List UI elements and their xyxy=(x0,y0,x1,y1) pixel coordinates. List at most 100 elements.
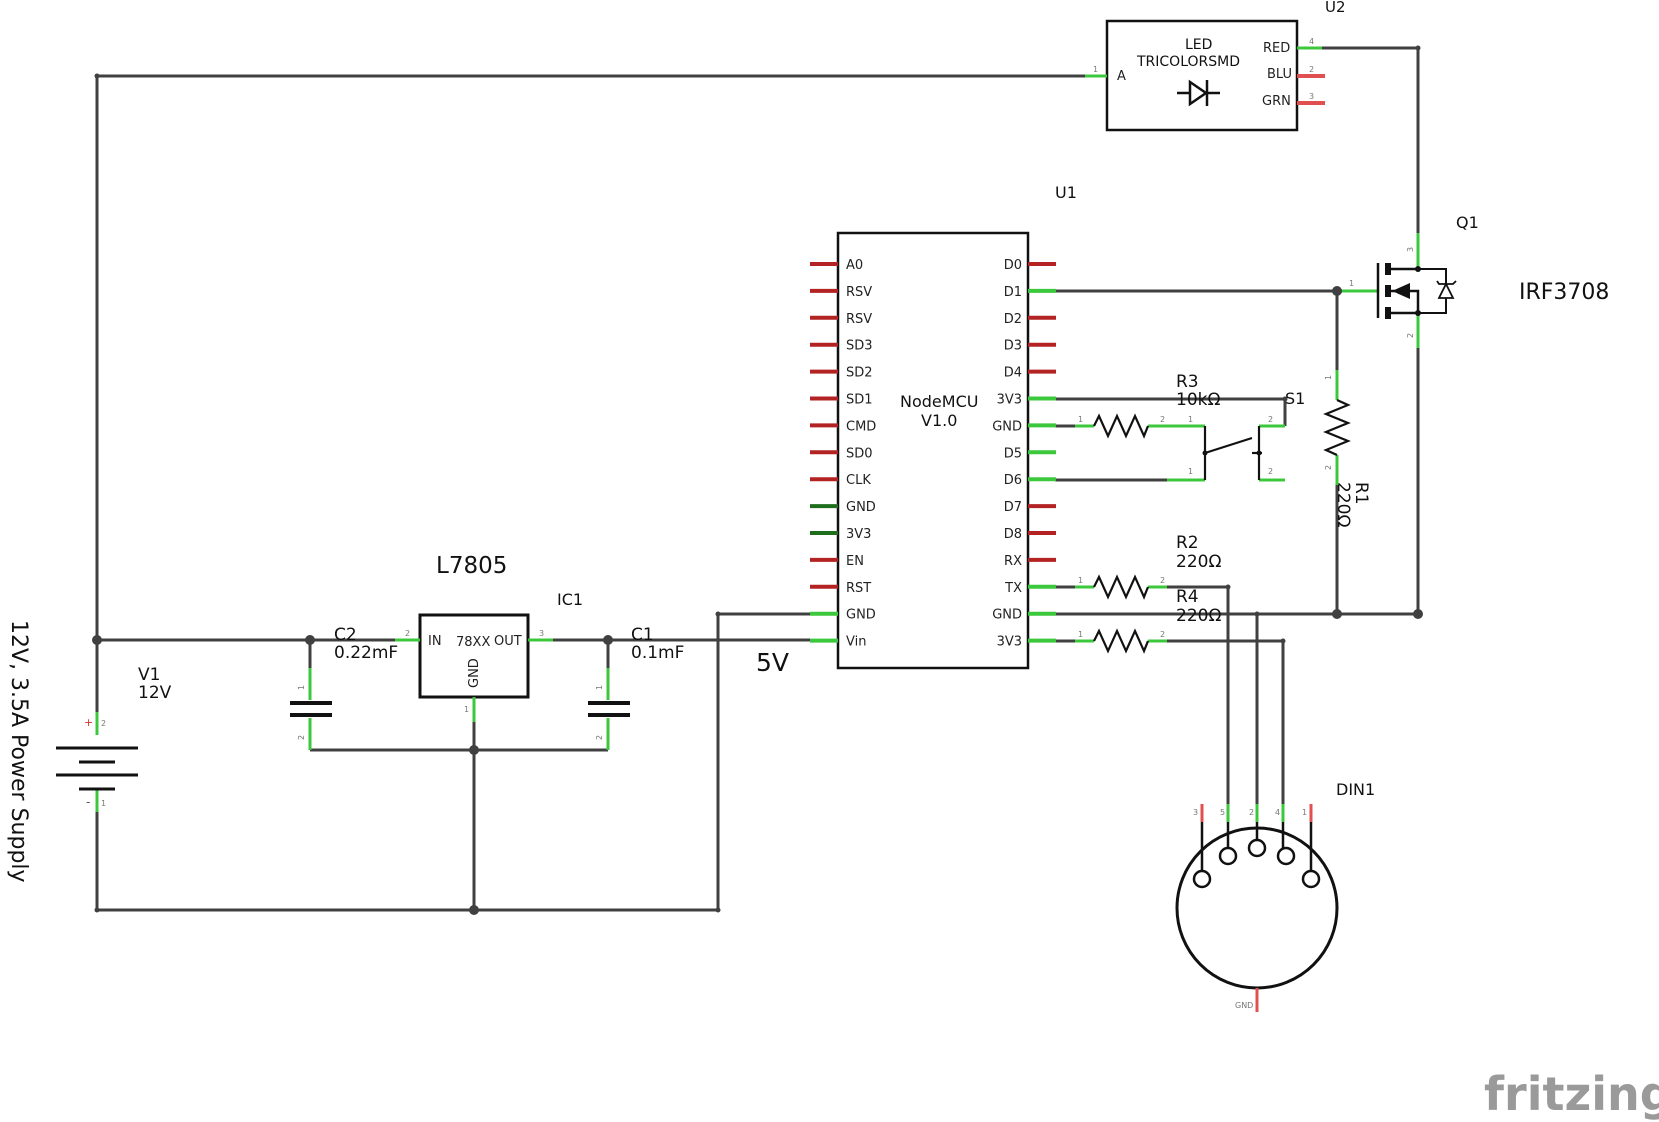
mcu-right-pin-label: RX xyxy=(1004,554,1022,569)
junction-dot xyxy=(469,905,479,915)
wire-r4-to-din4 xyxy=(1148,639,1285,808)
r1-value: 220Ω xyxy=(1333,482,1353,527)
mosfet-q1[interactable]: Q1 IRF3708 1 3 2 xyxy=(1342,213,1609,348)
fritzing-watermark: fritzing xyxy=(1484,1067,1659,1121)
mcu-left-pin-label: RSV xyxy=(846,285,872,300)
led-pin-blu-label: BLU xyxy=(1267,67,1292,82)
led-pin-red-label: RED xyxy=(1263,41,1290,56)
r1-ref: R1 xyxy=(1351,482,1371,505)
resistor-r3[interactable]: R3 10kΩ 1 2 xyxy=(1075,372,1220,439)
s1-pin-number: 1 xyxy=(1188,467,1193,476)
junction-dot xyxy=(1332,609,1342,619)
regulator-gnd-label: GND xyxy=(467,658,482,688)
regulator-ref: IC1 xyxy=(557,590,583,609)
r4-ref: R4 xyxy=(1176,587,1199,607)
led-name: LED xyxy=(1185,37,1212,53)
r3-zigzag xyxy=(1093,413,1150,439)
r2-value: 220Ω xyxy=(1176,552,1221,572)
led-pin-number: 1 xyxy=(1093,65,1098,74)
din-pin-socket xyxy=(1247,838,1267,858)
tricolor-led[interactable]: U2 LED TRICOLORSMD A RED BLU GRN 1 4 2 3 xyxy=(1085,0,1346,132)
mcu-right-pin-label: D2 xyxy=(1004,312,1022,327)
junction-dot xyxy=(92,635,102,645)
din-pin-number: 5 xyxy=(1220,808,1225,817)
pushbutton-s1[interactable]: S1 1 1 2 2 xyxy=(1167,389,1305,482)
capacitor-c2[interactable]: C2 0.22mF 1 2 xyxy=(290,625,398,750)
resistor-r2[interactable]: R2 220Ω 1 2 xyxy=(1075,533,1221,600)
resistor-r1[interactable]: R1 220Ω 1 2 xyxy=(1323,370,1371,527)
din-pin-socket xyxy=(1276,846,1296,866)
s1-ref: S1 xyxy=(1285,389,1305,408)
mcu-right-pin-label: 3V3 xyxy=(997,635,1022,650)
voltage-regulator[interactable]: L7805 IC1 78XX IN OUT GND 2 3 1 xyxy=(395,553,583,722)
mcu-left-pin-label: A0 xyxy=(846,258,863,273)
mcu-right-pin-label: D8 xyxy=(1004,527,1022,542)
mosfet-node xyxy=(1415,266,1421,272)
r2-ref: R2 xyxy=(1176,533,1199,553)
mcu-left-pin-label: CLK xyxy=(846,473,871,488)
junction-dot xyxy=(1225,584,1231,590)
mcu-ref: U1 xyxy=(1055,183,1077,202)
regulator-pin-number: 1 xyxy=(464,705,469,714)
led-ref: U2 xyxy=(1325,0,1346,16)
power-supply[interactable]: 12V, 3.5A Power Supply V1 12V + - 2 1 xyxy=(6,620,172,883)
nodemcu-module[interactable]: U1 NodeMCU V1.0 A0RSVRSVSD3SD2SD1CMDSD0C… xyxy=(810,183,1077,670)
regulator-pin-number: 2 xyxy=(405,629,410,638)
din-pin-socket xyxy=(1218,846,1238,866)
r3-pin-number: 2 xyxy=(1160,415,1165,424)
junction-dot xyxy=(1282,396,1288,402)
junction-dot xyxy=(94,907,100,913)
r3-value: 10kΩ xyxy=(1176,390,1220,410)
junction-dot xyxy=(1413,609,1423,619)
din-pin-number: 3 xyxy=(1193,808,1198,817)
mcu-left-pin-label: 3V3 xyxy=(846,527,871,542)
mcu-left-pin-label: EN xyxy=(846,554,864,569)
s1-pin-number: 2 xyxy=(1268,415,1273,424)
resistor-r4[interactable]: R4 220Ω 1 2 xyxy=(1075,587,1221,654)
junction-dot xyxy=(603,635,613,645)
regulator-name: L7805 xyxy=(436,553,507,579)
junctions xyxy=(92,45,1423,915)
s1-pin-number: 2 xyxy=(1268,467,1273,476)
din-connector[interactable]: DIN1 3 5 2 4 1 GND xyxy=(1175,780,1375,1012)
mcu-left-pin-label: SD3 xyxy=(846,339,873,354)
r1-zigzag xyxy=(1323,398,1351,457)
c2-ref: C2 xyxy=(334,625,357,645)
battery-minus-sign: - xyxy=(86,795,90,809)
c1-pin-number: 2 xyxy=(595,735,604,740)
r4-pin-number: 2 xyxy=(1160,630,1165,639)
din-pin-socket xyxy=(1301,869,1321,889)
mcu-left-pin-label: RST xyxy=(846,581,871,596)
mcu-left-pin-label: RSV xyxy=(846,312,872,327)
mcu-right-pin-label: D6 xyxy=(1004,473,1022,488)
led-pin-grn-label: GRN xyxy=(1262,94,1291,109)
mcu-left-pin-label: CMD xyxy=(846,419,876,434)
led-name-2: TRICOLORSMD xyxy=(1136,54,1240,70)
r2-zigzag xyxy=(1093,574,1150,600)
din-pin-number: 1 xyxy=(1302,808,1307,817)
led-pin-number: 3 xyxy=(1309,92,1314,101)
junction-dot xyxy=(715,907,721,913)
r2-pin-number: 1 xyxy=(1078,576,1083,585)
regulator-out-label: OUT xyxy=(494,634,522,649)
junction-dot xyxy=(94,73,100,79)
diode-icon xyxy=(1177,79,1220,107)
battery-pin-number: 2 xyxy=(101,719,106,728)
junction-dot xyxy=(1280,638,1286,644)
capacitor-c1[interactable]: C1 0.1mF 1 2 xyxy=(588,625,684,750)
mcu-right-pin-label: D4 xyxy=(1004,366,1022,381)
c1-ref: C1 xyxy=(631,625,654,645)
mcu-left-pin-label: GND xyxy=(846,608,876,623)
mcu-name: NodeMCU xyxy=(900,392,978,411)
rail-5v-label: 5V xyxy=(756,648,789,677)
din-pin-number: 4 xyxy=(1275,808,1280,817)
mcu-right-pin-label: D7 xyxy=(1004,500,1022,515)
mcu-right-pin-label: GND xyxy=(992,419,1022,434)
junction-dot xyxy=(1415,45,1421,51)
mosfet-body-diode-bar xyxy=(1436,280,1457,285)
din-ref: DIN1 xyxy=(1336,780,1375,799)
junction-dot xyxy=(469,745,479,755)
r2-pin-number: 2 xyxy=(1160,576,1165,585)
s1-node xyxy=(1202,450,1208,456)
